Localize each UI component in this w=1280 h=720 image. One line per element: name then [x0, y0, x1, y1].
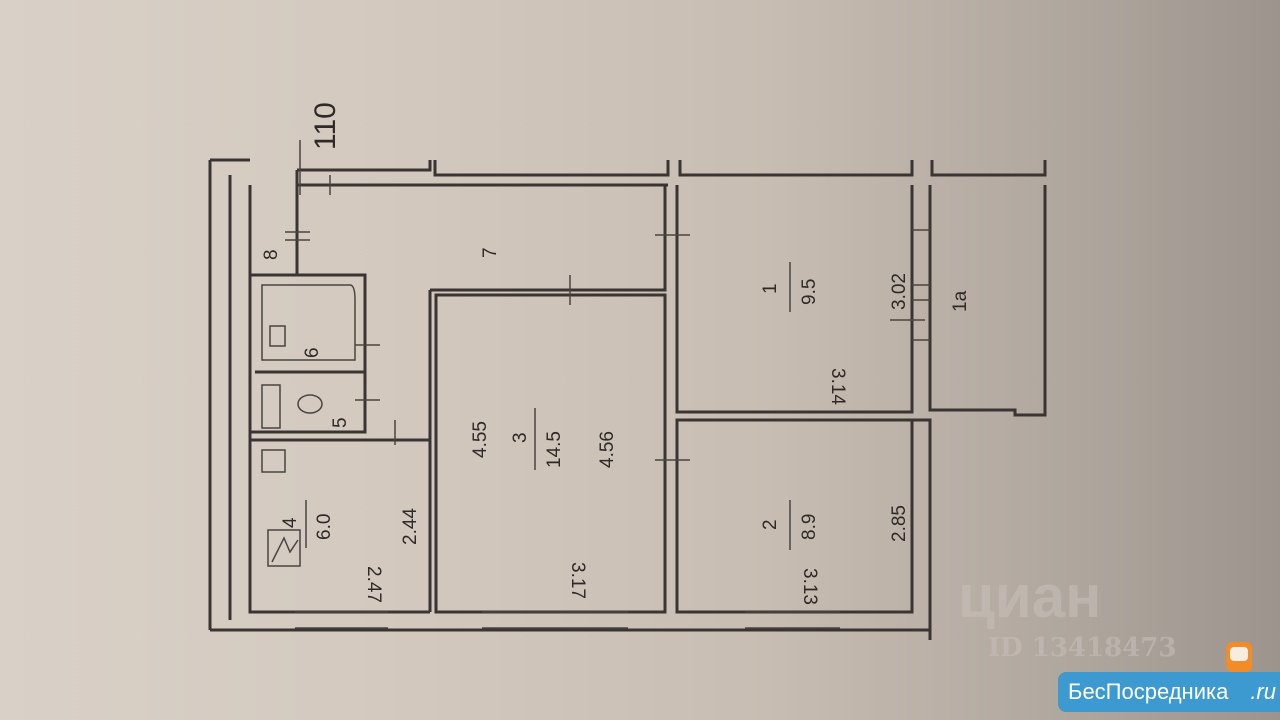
room-4-width: 2.44 — [400, 508, 421, 545]
axis-label: 110 — [309, 102, 342, 150]
room-4-length: 2.47 — [363, 566, 384, 603]
walls — [208, 140, 1047, 640]
room-3-length: 3.17 — [567, 562, 588, 599]
room-2-id: 2 — [760, 519, 781, 530]
room-4-area: 6.0 — [314, 514, 335, 540]
mascot-icon — [1226, 642, 1252, 672]
room-6-id: 6 — [302, 347, 323, 358]
room-1a-id: 1а — [950, 290, 971, 312]
room-8-id: 8 — [261, 249, 282, 260]
room-1-id: 1 — [760, 283, 781, 294]
room-5-id: 5 — [330, 417, 351, 428]
room-2-area: 8.9 — [799, 514, 820, 540]
logo-name: БесПосредника — [1068, 679, 1229, 704]
room-labels: 110 8 7 1 9.5 3.02 3.14 1а 6 5 4.55 3 14… — [261, 102, 971, 605]
room-2-length: 3.13 — [799, 568, 820, 605]
room-1-area: 9.5 — [799, 279, 820, 305]
logo-tld: .ru — [1250, 679, 1276, 704]
room-2-width: 2.85 — [889, 505, 910, 542]
room-7-id: 7 — [480, 247, 501, 258]
site-logo: БесПосредника .ru — [1058, 672, 1280, 712]
room-3-width: 4.55 — [470, 421, 491, 458]
room-3-width-2: 4.56 — [597, 431, 618, 468]
room-1-length: 3.14 — [827, 368, 848, 405]
room-3-area: 14.5 — [544, 431, 565, 468]
room-1-width: 3.02 — [889, 273, 910, 310]
watermark-brand: циан — [958, 563, 1102, 630]
watermark-id: ID 13418473 — [988, 633, 1177, 663]
room-3-id: 3 — [510, 432, 531, 443]
room-4-id: 4 — [280, 517, 301, 528]
